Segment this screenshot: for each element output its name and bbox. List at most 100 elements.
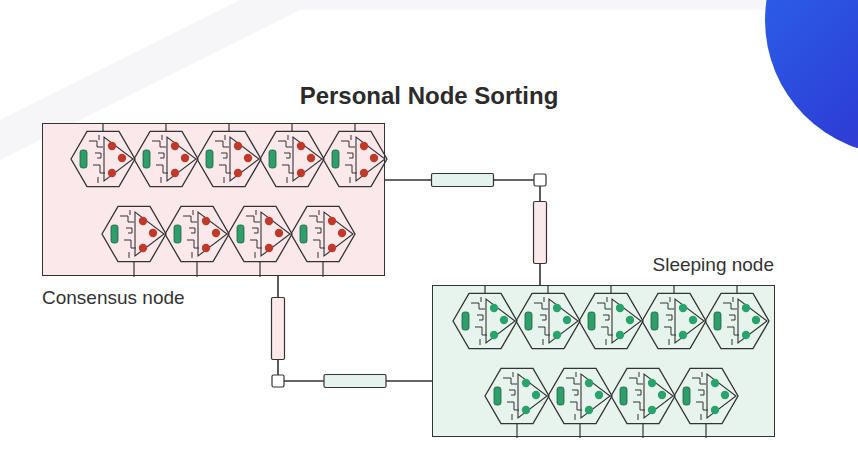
bus-tick xyxy=(102,124,103,131)
link-block xyxy=(534,202,547,264)
bus-tick xyxy=(516,424,517,438)
node-icon xyxy=(165,206,229,261)
status-dot xyxy=(585,379,593,387)
circuit-trace xyxy=(692,372,708,420)
group-label: Sleeping node xyxy=(653,254,775,276)
circuit-trace xyxy=(278,135,294,183)
hexagon xyxy=(642,293,706,348)
status-dot xyxy=(108,169,116,177)
chip xyxy=(714,312,721,330)
status-dot xyxy=(139,244,147,252)
chip xyxy=(300,225,307,243)
node-icon xyxy=(260,131,324,186)
joint xyxy=(272,375,284,387)
circuit-trace xyxy=(89,135,105,183)
status-dot xyxy=(490,331,498,339)
triangle xyxy=(549,299,578,343)
status-dot xyxy=(328,244,336,252)
triangle xyxy=(230,137,259,181)
hexagon xyxy=(228,206,292,261)
joint xyxy=(534,174,546,186)
circuit-trace xyxy=(183,210,199,258)
hexagon xyxy=(165,206,229,261)
hexagon xyxy=(579,293,643,348)
bus-tick xyxy=(228,124,229,131)
chip xyxy=(80,150,87,168)
status-dot xyxy=(721,391,729,399)
hexagon xyxy=(453,293,517,348)
triangle xyxy=(356,137,385,181)
chip xyxy=(557,387,564,405)
hexagon xyxy=(71,131,135,186)
node-icon xyxy=(548,368,612,423)
status-dot xyxy=(553,331,561,339)
hexagon xyxy=(611,368,675,423)
circuit-trace xyxy=(471,297,487,345)
hexagon xyxy=(323,131,387,186)
status-dot xyxy=(171,169,179,177)
status-dot xyxy=(585,406,593,414)
status-dot xyxy=(658,391,666,399)
chip xyxy=(174,225,181,243)
triangle xyxy=(324,212,353,256)
status-dot xyxy=(275,229,283,237)
status-dot xyxy=(139,217,147,225)
circuit-trace xyxy=(660,297,676,345)
circuit-trace xyxy=(152,135,168,183)
chip xyxy=(494,387,501,405)
status-dot xyxy=(679,304,687,312)
link-line xyxy=(385,180,540,285)
status-dot xyxy=(522,406,530,414)
status-dot xyxy=(679,331,687,339)
bus-tick xyxy=(354,124,355,131)
status-dot xyxy=(711,406,719,414)
status-dot xyxy=(265,217,273,225)
circuit-trace xyxy=(723,297,739,345)
status-dot xyxy=(370,154,378,162)
hexagon xyxy=(197,131,261,186)
status-dot xyxy=(752,316,760,324)
status-dot xyxy=(689,316,697,324)
node-icon xyxy=(102,206,166,261)
node-icon xyxy=(705,293,769,348)
status-dot xyxy=(563,316,571,324)
chip xyxy=(143,150,150,168)
bus-tick xyxy=(547,286,548,293)
status-dot xyxy=(532,391,540,399)
chip xyxy=(332,150,339,168)
status-dot xyxy=(108,142,116,150)
bus-tick xyxy=(579,424,580,438)
status-dot xyxy=(626,316,634,324)
node-icon xyxy=(579,293,643,348)
node-icon xyxy=(485,368,549,423)
node-icon xyxy=(453,293,517,348)
bus-tick xyxy=(133,262,134,277)
bus-tick xyxy=(165,124,166,131)
triangle xyxy=(486,299,515,343)
triangle xyxy=(104,137,133,181)
status-dot xyxy=(297,169,305,177)
status-dot xyxy=(307,154,315,162)
node-icon xyxy=(674,368,738,423)
sleeping-node-group: Sleeping node xyxy=(432,285,775,437)
status-dot xyxy=(338,229,346,237)
status-dot xyxy=(360,142,368,150)
bus-tick xyxy=(673,286,674,293)
triangle xyxy=(644,374,673,418)
triangle xyxy=(612,299,641,343)
circuit-trace xyxy=(503,372,519,420)
node-icon xyxy=(197,131,261,186)
status-dot xyxy=(328,217,336,225)
node-link xyxy=(385,174,547,286)
chip xyxy=(588,312,595,330)
chip xyxy=(651,312,658,330)
chip xyxy=(462,312,469,330)
bus-tick xyxy=(291,124,292,131)
node-link xyxy=(272,276,433,388)
status-dot xyxy=(149,229,157,237)
status-dot xyxy=(360,169,368,177)
node-icon xyxy=(228,206,292,261)
node-illustration xyxy=(433,286,774,436)
status-dot xyxy=(648,406,656,414)
